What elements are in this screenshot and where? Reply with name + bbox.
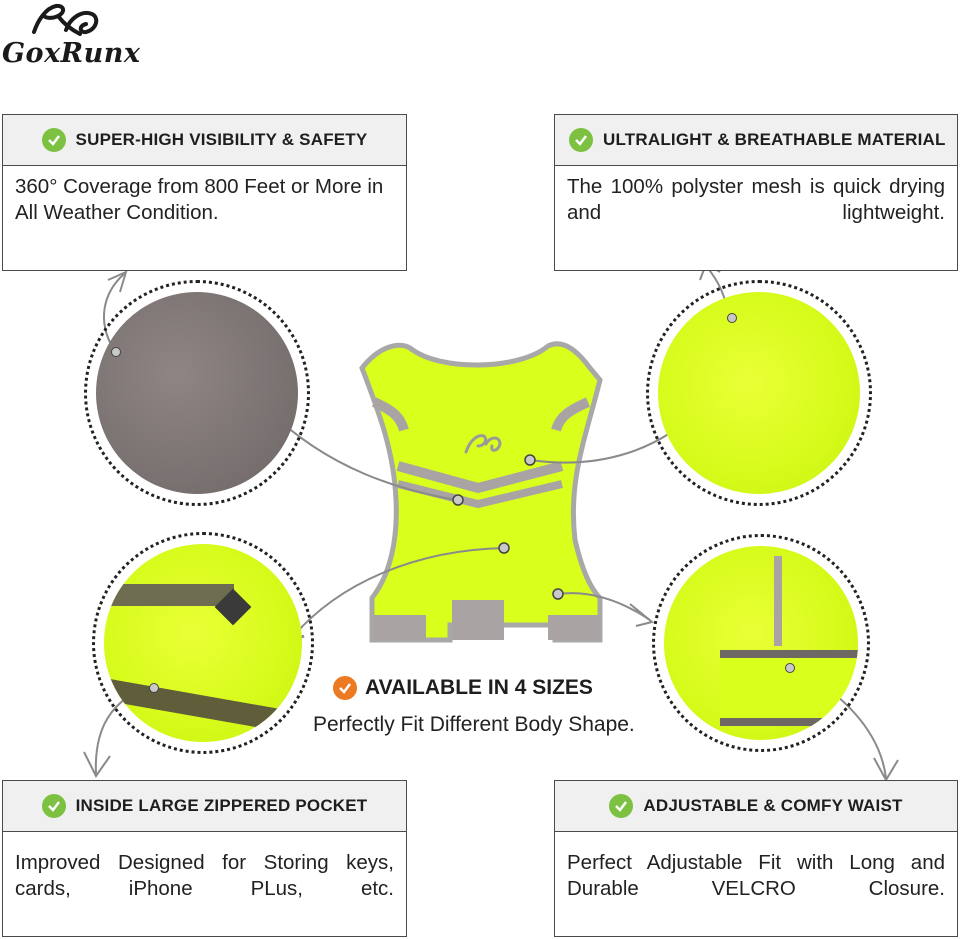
feature-card-visibility: SUPER-HIGH VISIBILITY & SAFETY 360° Cove… — [2, 114, 407, 271]
pocket-band — [104, 678, 285, 732]
reflective-fabric-image — [96, 292, 298, 494]
marker-dot — [785, 663, 795, 673]
feature-card-text: 360° Coverage from 800 Feet or More in A… — [15, 175, 384, 224]
waist-strap — [720, 650, 858, 726]
feature-card-text: Perfect Adjustable Fit with Long and Dur… — [567, 851, 945, 900]
pocket-band — [104, 584, 234, 606]
feature-card-material: ULTRALIGHT & BREATHABLE MATERIAL The 100… — [554, 114, 958, 271]
check-icon — [41, 128, 66, 152]
feature-card-waist: ADJUSTABLE & COMFY WAIST Perfect Adjusta… — [554, 780, 958, 937]
feature-card-title: ULTRALIGHT & BREATHABLE MATERIAL — [603, 130, 946, 149]
waist-trim — [774, 556, 782, 646]
brand-logo-icon — [32, 3, 99, 36]
mesh-fabric-image — [658, 292, 860, 494]
zoom-circle-mesh — [646, 280, 872, 506]
pocket-image — [104, 544, 302, 742]
sizes-heading: AVAILABLE IN 4 SIZES — [333, 676, 593, 700]
zoom-circle-reflective — [84, 280, 310, 506]
brand-name: GoxRunx — [2, 38, 141, 69]
check-icon — [569, 128, 593, 152]
feature-card-title: INSIDE LARGE ZIPPERED POCKET — [75, 796, 368, 815]
feature-card-header: ULTRALIGHT & BREATHABLE MATERIAL — [555, 115, 957, 166]
feature-card-header: INSIDE LARGE ZIPPERED POCKET — [3, 781, 406, 832]
check-icon — [41, 794, 66, 818]
zoom-circle-waist — [652, 534, 870, 752]
marker-dot — [111, 347, 121, 357]
check-icon — [333, 676, 357, 700]
vest-illustration — [359, 341, 603, 643]
sizes-subtitle: Perfectly Fit Different Body Shape. — [313, 713, 635, 736]
check-icon — [609, 794, 634, 818]
marker-dot — [727, 313, 737, 323]
zoom-circle-pocket — [92, 532, 314, 754]
velcro-strap-image — [664, 546, 858, 740]
marker-dot — [149, 683, 159, 693]
brand-logo: GoxRunx — [0, 0, 150, 80]
sizes-title-text: AVAILABLE IN 4 SIZES — [365, 676, 593, 699]
feature-card-text: Improved Designed for Storing keys, card… — [15, 851, 394, 900]
feature-card-header: ADJUSTABLE & COMFY WAIST — [555, 781, 957, 832]
feature-card-title: SUPER-HIGH VISIBILITY & SAFETY — [75, 130, 368, 149]
feature-card-pocket: INSIDE LARGE ZIPPERED POCKET Improved De… — [2, 780, 407, 937]
feature-card-title: ADJUSTABLE & COMFY WAIST — [643, 796, 903, 815]
feature-card-text: The 100% polyster mesh is quick drying a… — [567, 175, 945, 224]
feature-card-header: SUPER-HIGH VISIBILITY & SAFETY — [3, 115, 406, 166]
